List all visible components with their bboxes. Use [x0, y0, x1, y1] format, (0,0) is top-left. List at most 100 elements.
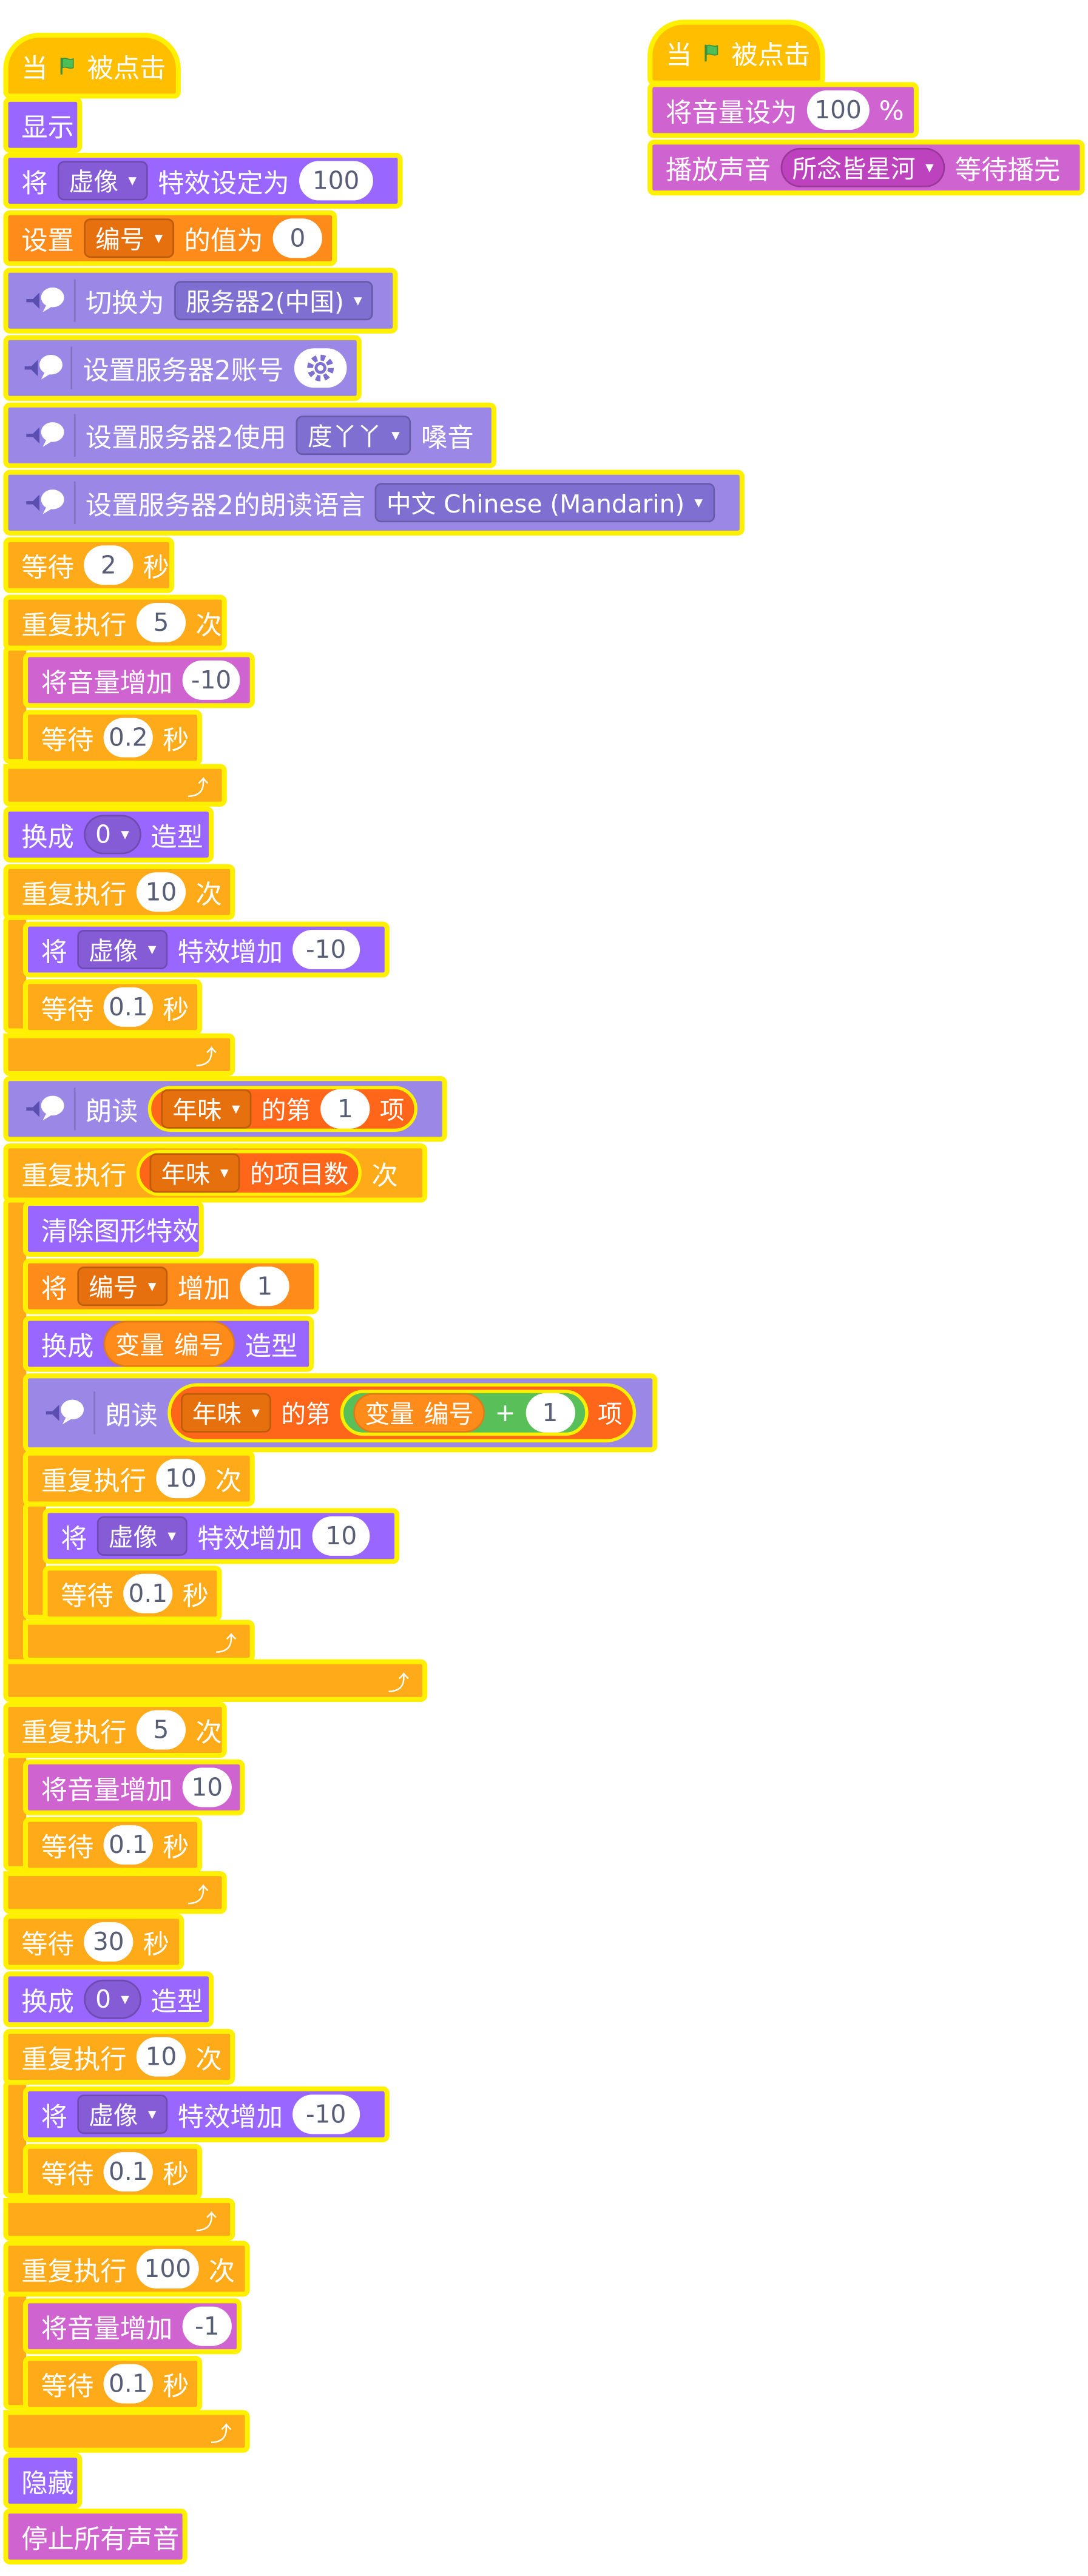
- server-dropdown[interactable]: 服务器2(中国)▾: [174, 281, 374, 321]
- variable-value-input[interactable]: 0: [272, 218, 323, 258]
- hide-block[interactable]: 隐藏: [3, 2452, 83, 2509]
- change-volume-block[interactable]: 将音量增加 10: [22, 1759, 245, 1815]
- list-dropdown[interactable]: 年味▾: [149, 1153, 240, 1193]
- repeat-block[interactable]: 重复执行 年味▾ 的项目数 次: [3, 1143, 428, 1203]
- volume-change-input[interactable]: -1: [182, 2306, 232, 2346]
- tts-set-language-block[interactable]: 设置服务器2的朗读语言 中文 Chinese (Mandarin)▾: [3, 469, 745, 536]
- block-text: 特效增加: [177, 2101, 283, 2133]
- volume-change-input[interactable]: -10: [182, 660, 240, 700]
- change-volume-block[interactable]: 将音量增加 -1: [22, 2298, 242, 2355]
- effect-dropdown[interactable]: 虚像▾: [77, 2094, 168, 2134]
- variable-dropdown[interactable]: 编号▾: [84, 218, 175, 258]
- repeat-count-input[interactable]: 10: [136, 872, 186, 912]
- dropdown-value: 编号: [89, 1272, 138, 1302]
- wait-block[interactable]: 等待 2 秒: [3, 537, 175, 593]
- repeat-block[interactable]: 重复执行 5 次: [3, 1702, 227, 1758]
- block-text: 秒: [143, 1928, 170, 1960]
- wait-block[interactable]: 等待 0.1 秒: [22, 979, 203, 1035]
- change-effect-block[interactable]: 将 虚像▾ 特效增加 -10: [22, 2086, 390, 2142]
- wait-seconds-input[interactable]: 0.1: [103, 2364, 153, 2404]
- hat-prefix: 当: [21, 52, 48, 84]
- block-text: 朗读: [85, 1095, 138, 1128]
- add-operator-reporter[interactable]: 变量编号 + 1: [340, 1390, 588, 1436]
- variable-reporter[interactable]: 变量编号: [353, 1393, 485, 1433]
- change-volume-block[interactable]: 将音量增加 -10: [22, 652, 255, 708]
- switch-costume-block[interactable]: 换成 0▾ 造型: [3, 806, 214, 863]
- repeat-count-input[interactable]: 10: [136, 2037, 186, 2077]
- block-text: 增加: [177, 1273, 231, 1305]
- switch-costume-block[interactable]: 换成 变量编号 造型: [22, 1316, 314, 1372]
- list-item-reporter[interactable]: 年味▾ 的第 1 项: [147, 1086, 418, 1132]
- item-index-input[interactable]: 1: [320, 1089, 370, 1129]
- change-effect-block[interactable]: 将 虚像▾ 特效增加 -10: [22, 921, 390, 978]
- play-sound-until-done-block[interactable]: 播放声音 所念皆星河▾ 等待播完: [647, 140, 1085, 196]
- effect-dropdown[interactable]: 虚像▾: [77, 930, 168, 970]
- variable-dropdown[interactable]: 编号▾: [77, 1266, 168, 1306]
- change-variable-block[interactable]: 将 编号▾ 增加 1: [22, 1258, 319, 1314]
- gear-icon[interactable]: [293, 348, 347, 388]
- set-variable-block[interactable]: 设置 编号▾ 的值为 0: [3, 210, 337, 266]
- list-dropdown[interactable]: 年味▾: [161, 1089, 252, 1129]
- block-text: 次: [208, 2255, 235, 2287]
- repeat-count-input[interactable]: 10: [156, 1459, 206, 1499]
- wait-block[interactable]: 等待 0.1 秒: [22, 1817, 203, 1873]
- addend-input[interactable]: 1: [525, 1393, 575, 1433]
- repeat-block[interactable]: 重复执行 10 次: [22, 1450, 255, 1507]
- when-flag-clicked-hat[interactable]: 当 被点击: [3, 33, 181, 99]
- costume-dropdown[interactable]: 0▾: [84, 815, 141, 855]
- wait-seconds-input[interactable]: 0.1: [103, 1825, 153, 1865]
- language-dropdown[interactable]: 中文 Chinese (Mandarin)▾: [375, 483, 715, 523]
- tts-speak-block[interactable]: 朗读 年味▾ 的第 变量编号 + 1 项: [22, 1373, 658, 1453]
- repeat-arm: [3, 915, 27, 1034]
- variable-change-input[interactable]: 1: [240, 1266, 289, 1306]
- costume-dropdown[interactable]: 0▾: [84, 1979, 141, 2019]
- wait-block[interactable]: 等待 0.1 秒: [22, 2144, 203, 2200]
- effect-value-input[interactable]: 100: [299, 161, 373, 201]
- sound-dropdown[interactable]: 所念皆星河▾: [780, 147, 945, 187]
- effect-dropdown[interactable]: 虚像▾: [96, 1516, 188, 1556]
- tts-set-account-block[interactable]: 设置服务器2账号: [3, 335, 362, 401]
- tts-switch-server-block[interactable]: 切换为 服务器2(中国)▾: [3, 267, 398, 334]
- repeat-block[interactable]: 重复执行 10 次: [3, 2028, 235, 2085]
- repeat-count-input[interactable]: 100: [136, 2248, 199, 2288]
- when-flag-clicked-hat[interactable]: 当 被点击: [647, 19, 825, 86]
- wait-block[interactable]: 等待 0.1 秒: [42, 1565, 222, 1622]
- wait-seconds-input[interactable]: 0.1: [103, 987, 153, 1027]
- volume-value-input[interactable]: 100: [806, 90, 870, 130]
- tts-speak-block[interactable]: 朗读 年味▾ 的第 1 项: [3, 1076, 447, 1142]
- repeat-count-input[interactable]: 5: [136, 1710, 186, 1750]
- switch-costume-block[interactable]: 换成 0▾ 造型: [3, 1971, 214, 2028]
- repeat-block[interactable]: 重复执行 10 次: [3, 864, 235, 920]
- effect-change-input[interactable]: 10: [312, 1516, 370, 1556]
- volume-change-input[interactable]: 10: [182, 1767, 232, 1808]
- dropdown-value: 年味: [172, 1095, 222, 1125]
- repeat-block[interactable]: 重复执行 100 次: [3, 2241, 250, 2297]
- effect-change-input[interactable]: -10: [292, 2094, 360, 2134]
- stop-all-sounds-block[interactable]: 停止所有声音: [3, 2508, 188, 2564]
- wait-seconds-input[interactable]: 0.1: [103, 2152, 153, 2192]
- set-volume-block[interactable]: 将音量设为 100 %: [647, 82, 919, 138]
- effect-change-input[interactable]: -10: [292, 930, 360, 970]
- repeat-block[interactable]: 重复执行 5 次: [3, 594, 227, 651]
- wait-seconds-input[interactable]: 2: [84, 545, 133, 585]
- effect-dropdown[interactable]: 虚像▾: [57, 161, 148, 201]
- wait-seconds-input[interactable]: 30: [84, 1922, 133, 1962]
- list-dropdown[interactable]: 年味▾: [180, 1393, 272, 1433]
- block-text: 编号: [424, 1399, 474, 1429]
- variable-reporter[interactable]: 变量编号: [103, 1320, 235, 1367]
- wait-block[interactable]: 等待 0.2 秒: [22, 710, 203, 766]
- list-item-reporter[interactable]: 年味▾ 的第 变量编号 + 1 项: [167, 1383, 636, 1443]
- wait-seconds-input[interactable]: 0.1: [123, 1573, 173, 1613]
- tts-set-voice-block[interactable]: 设置服务器2使用 度丫丫▾ 嗓音: [3, 402, 496, 468]
- wait-block[interactable]: 等待 0.1 秒: [22, 2355, 203, 2412]
- change-effect-block[interactable]: 将 虚像▾ 特效增加 10: [42, 1508, 400, 1564]
- show-block[interactable]: 显示: [3, 96, 83, 153]
- clear-effects-block[interactable]: 清除图形特效: [22, 1200, 204, 1257]
- wait-seconds-input[interactable]: 0.2: [103, 718, 153, 758]
- wait-block[interactable]: 等待 30 秒: [3, 1914, 184, 1970]
- set-effect-block[interactable]: 将 虚像▾ 特效设定为 100: [3, 152, 403, 209]
- voice-dropdown[interactable]: 度丫丫▾: [296, 415, 411, 456]
- block-text: 嗓音: [421, 422, 474, 454]
- repeat-count-input[interactable]: 5: [136, 603, 186, 643]
- list-length-reporter[interactable]: 年味▾ 的项目数: [136, 1149, 362, 1196]
